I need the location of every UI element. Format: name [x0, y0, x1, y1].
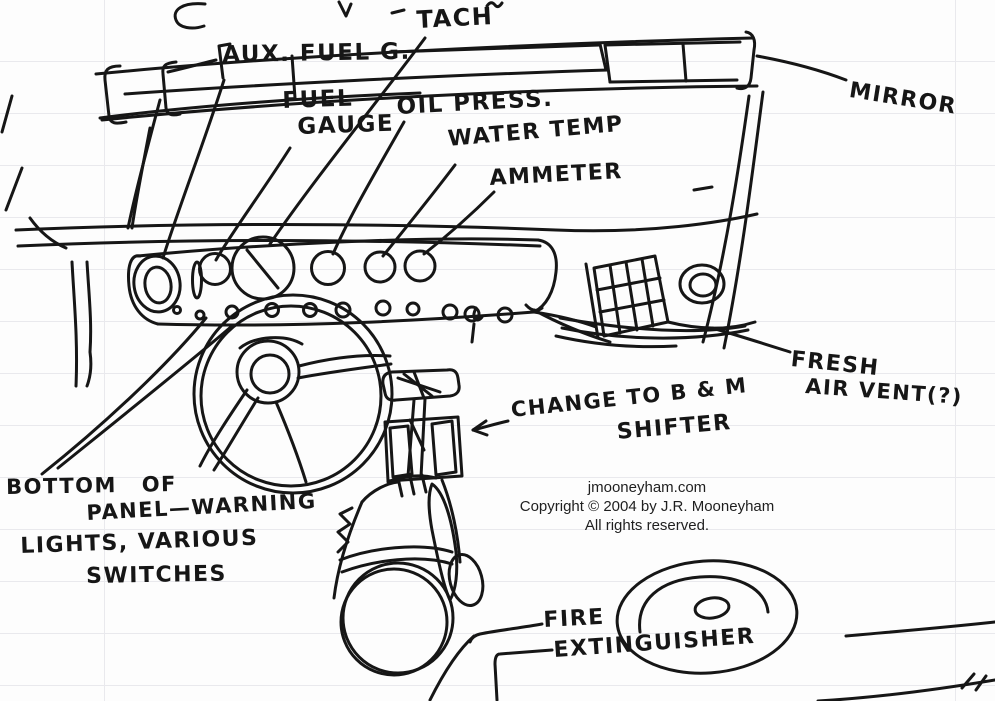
aux-fuel-gauge-dial: [132, 254, 182, 314]
extinguisher-hose: [427, 482, 459, 602]
fresh-air-vent: [584, 254, 726, 340]
shifter-stem: [406, 398, 416, 478]
shifter: [381, 368, 464, 483]
leader-fresh-air: [710, 326, 792, 354]
tach-needle: [245, 248, 280, 290]
leader-lines: [40, 36, 848, 701]
copyright-site: jmooneyham.com: [587, 479, 707, 496]
extinguisher-nozzle-loop: [447, 553, 485, 607]
leader-ammeter: [422, 190, 496, 256]
margin-line-right: [955, 0, 956, 701]
leader-fuel-gauge: [214, 146, 292, 262]
copyright-notice: jmooneyham.com Copyright © 2004 by J.R. …: [497, 478, 797, 535]
label-tach: TACH: [415, 1, 495, 34]
leader-oil-pressure: [331, 120, 406, 256]
shifter-handle: [381, 368, 461, 402]
leader-aux-fuel: [161, 78, 226, 260]
margin-line-left: [104, 0, 105, 701]
leader-water-temp: [381, 163, 457, 258]
label-bottom-of: BOTTOM OF: [5, 472, 178, 499]
extinguisher-body-left: [332, 500, 364, 600]
ammeter-dial: [403, 249, 437, 283]
leader-fire: [468, 622, 544, 644]
windshield-pillars: [0, 90, 765, 388]
seat-oval: [615, 559, 799, 675]
leader-panel-lights: [56, 324, 234, 470]
extinguisher-bottom: [341, 561, 455, 675]
leader-mirror: [755, 54, 848, 82]
extinguisher-shoulder: [360, 480, 400, 504]
label-fuel: FUEL: [281, 85, 354, 114]
visor-band: [94, 0, 759, 125]
wheel-rim-outer: [192, 293, 394, 495]
label-switches: SWITCHES: [85, 561, 228, 589]
leader-panel-switches: [40, 316, 208, 476]
instrument-panel: [127, 237, 598, 329]
label-aux-fuel-gauge: AUX. FUEL G.: [221, 38, 412, 68]
label-gauge: GAUGE: [296, 110, 395, 140]
arrow-to-shifter: [471, 419, 510, 437]
fire-extinguisher: [332, 473, 485, 701]
leader-tach: [268, 36, 427, 246]
floor-lines: [816, 620, 995, 701]
dash-cowl: [14, 212, 759, 349]
steering-wheel: [192, 293, 394, 495]
mount-bracket-zigzag: [336, 506, 354, 554]
shifter-base: [383, 415, 464, 483]
copyright-rights: All rights reserved.: [584, 517, 710, 534]
round-vent-outer: [678, 263, 726, 305]
indicator-lights-row: [172, 299, 612, 344]
stray-tick: [470, 322, 476, 344]
copyright-text: Copyright © 2004 by J.R. Mooneyham: [519, 498, 775, 515]
wheel-rim-inner: [199, 304, 383, 488]
leader-extinguisher: [493, 648, 554, 701]
label-fire: FIRE: [542, 604, 606, 633]
fuel-gauge-dial: [198, 252, 232, 286]
horn-hub-outer: [235, 339, 301, 405]
water-temp-dial: [363, 250, 397, 284]
gauge-divider: [191, 260, 203, 300]
horn-hub-inner: [249, 353, 291, 395]
round-vent-inner: [688, 272, 718, 298]
oil-pressure-dial: [310, 250, 346, 286]
